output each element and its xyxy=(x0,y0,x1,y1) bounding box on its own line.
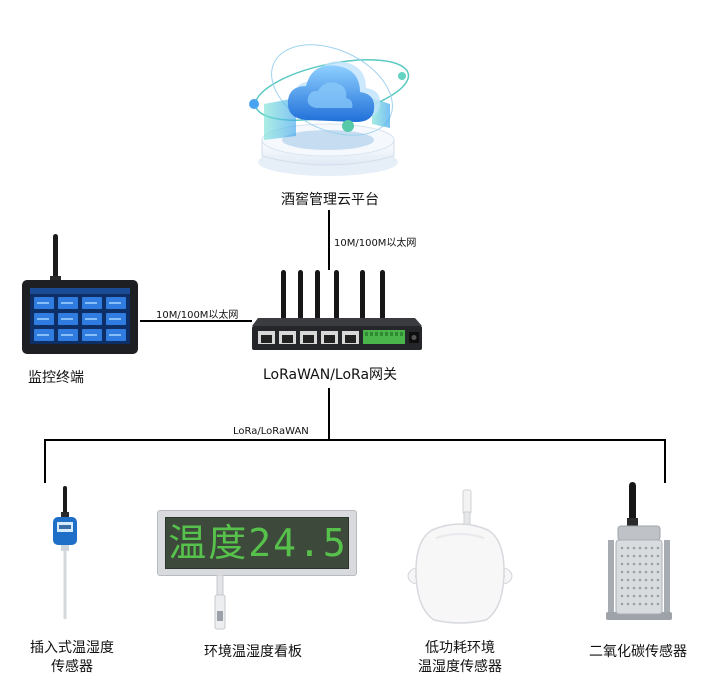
monitor-terminal-illustration xyxy=(22,234,138,354)
co2-sensor-illustration xyxy=(606,482,672,620)
bus-drop-plugin xyxy=(44,439,46,483)
co2-sensor-label: 二氧化碳传感器 xyxy=(589,644,687,660)
link-label-gateway-sensors: LoRa/LoRaWAN xyxy=(233,426,309,437)
link-cloud-gateway-line xyxy=(328,210,330,270)
display-board-label: 环境温湿度看板 xyxy=(204,644,302,660)
display-char: 度 xyxy=(208,521,247,565)
display-char: 2 xyxy=(248,521,272,565)
gateway-label: LoRaWAN/LoRa网关 xyxy=(262,367,398,383)
display-char: . xyxy=(298,521,321,565)
plugin-sensor-label-line2: 传感器 xyxy=(51,659,93,675)
display-char: 温 xyxy=(168,521,207,565)
link-monitor-gateway-line xyxy=(140,320,252,322)
lowpower-sensor-label-line2: 温湿度传感器 xyxy=(418,659,502,675)
lowpower-sensor-illustration xyxy=(407,489,513,624)
link-gateway-bus-vertical xyxy=(328,388,330,440)
bus-drop-co2 xyxy=(664,439,666,483)
cloud-platform-label: 酒窖管理云平台 xyxy=(281,192,379,208)
display-board-screen: 温 度 2 4 . 5 xyxy=(165,517,349,569)
cloud-platform-illustration xyxy=(249,44,410,176)
display-char: 5 xyxy=(322,521,346,565)
plugin-sensor-illustration xyxy=(53,486,77,619)
link-label-monitor-gateway: 10M/100M以太网 xyxy=(156,310,239,321)
display-board: 温 度 2 4 . 5 xyxy=(157,510,357,576)
lowpower-sensor-label-line1: 低功耗环境 xyxy=(425,640,495,656)
display-char: 4 xyxy=(273,521,297,565)
plugin-sensor-label-line1: 插入式温湿度 xyxy=(30,640,114,656)
gateway-illustration xyxy=(252,270,422,350)
display-board-probe xyxy=(214,575,226,630)
monitor-terminal-label: 监控终端 xyxy=(28,370,84,386)
link-label-cloud-gateway: 10M/100M以太网 xyxy=(334,238,417,249)
sensor-bus-line xyxy=(44,439,666,441)
